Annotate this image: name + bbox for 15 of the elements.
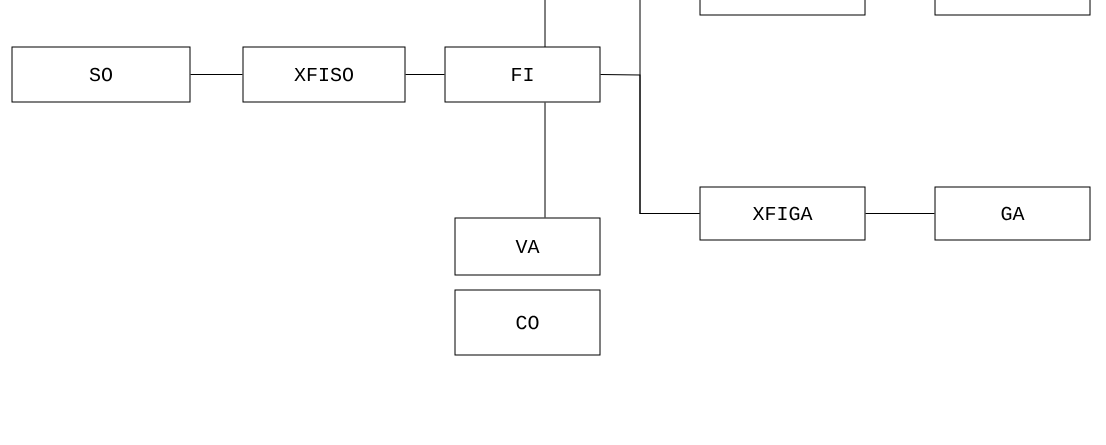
process-box: SO	[11, 46, 191, 103]
process-box: GA	[934, 186, 1091, 241]
connector-line	[865, 213, 935, 214]
connector-line	[544, 102, 546, 218]
process-box: CO	[454, 289, 601, 356]
empty-box	[699, 0, 866, 16]
process-box: FI	[444, 46, 601, 103]
process-box: XFIGA	[699, 186, 866, 241]
empty-box	[934, 0, 1091, 16]
connector-line	[405, 74, 445, 75]
connector-line	[544, 0, 546, 48]
process-box: VA	[454, 217, 601, 276]
connector-line	[639, 0, 700, 214]
process-box: XFISO	[242, 46, 406, 103]
connector-line	[190, 74, 243, 75]
